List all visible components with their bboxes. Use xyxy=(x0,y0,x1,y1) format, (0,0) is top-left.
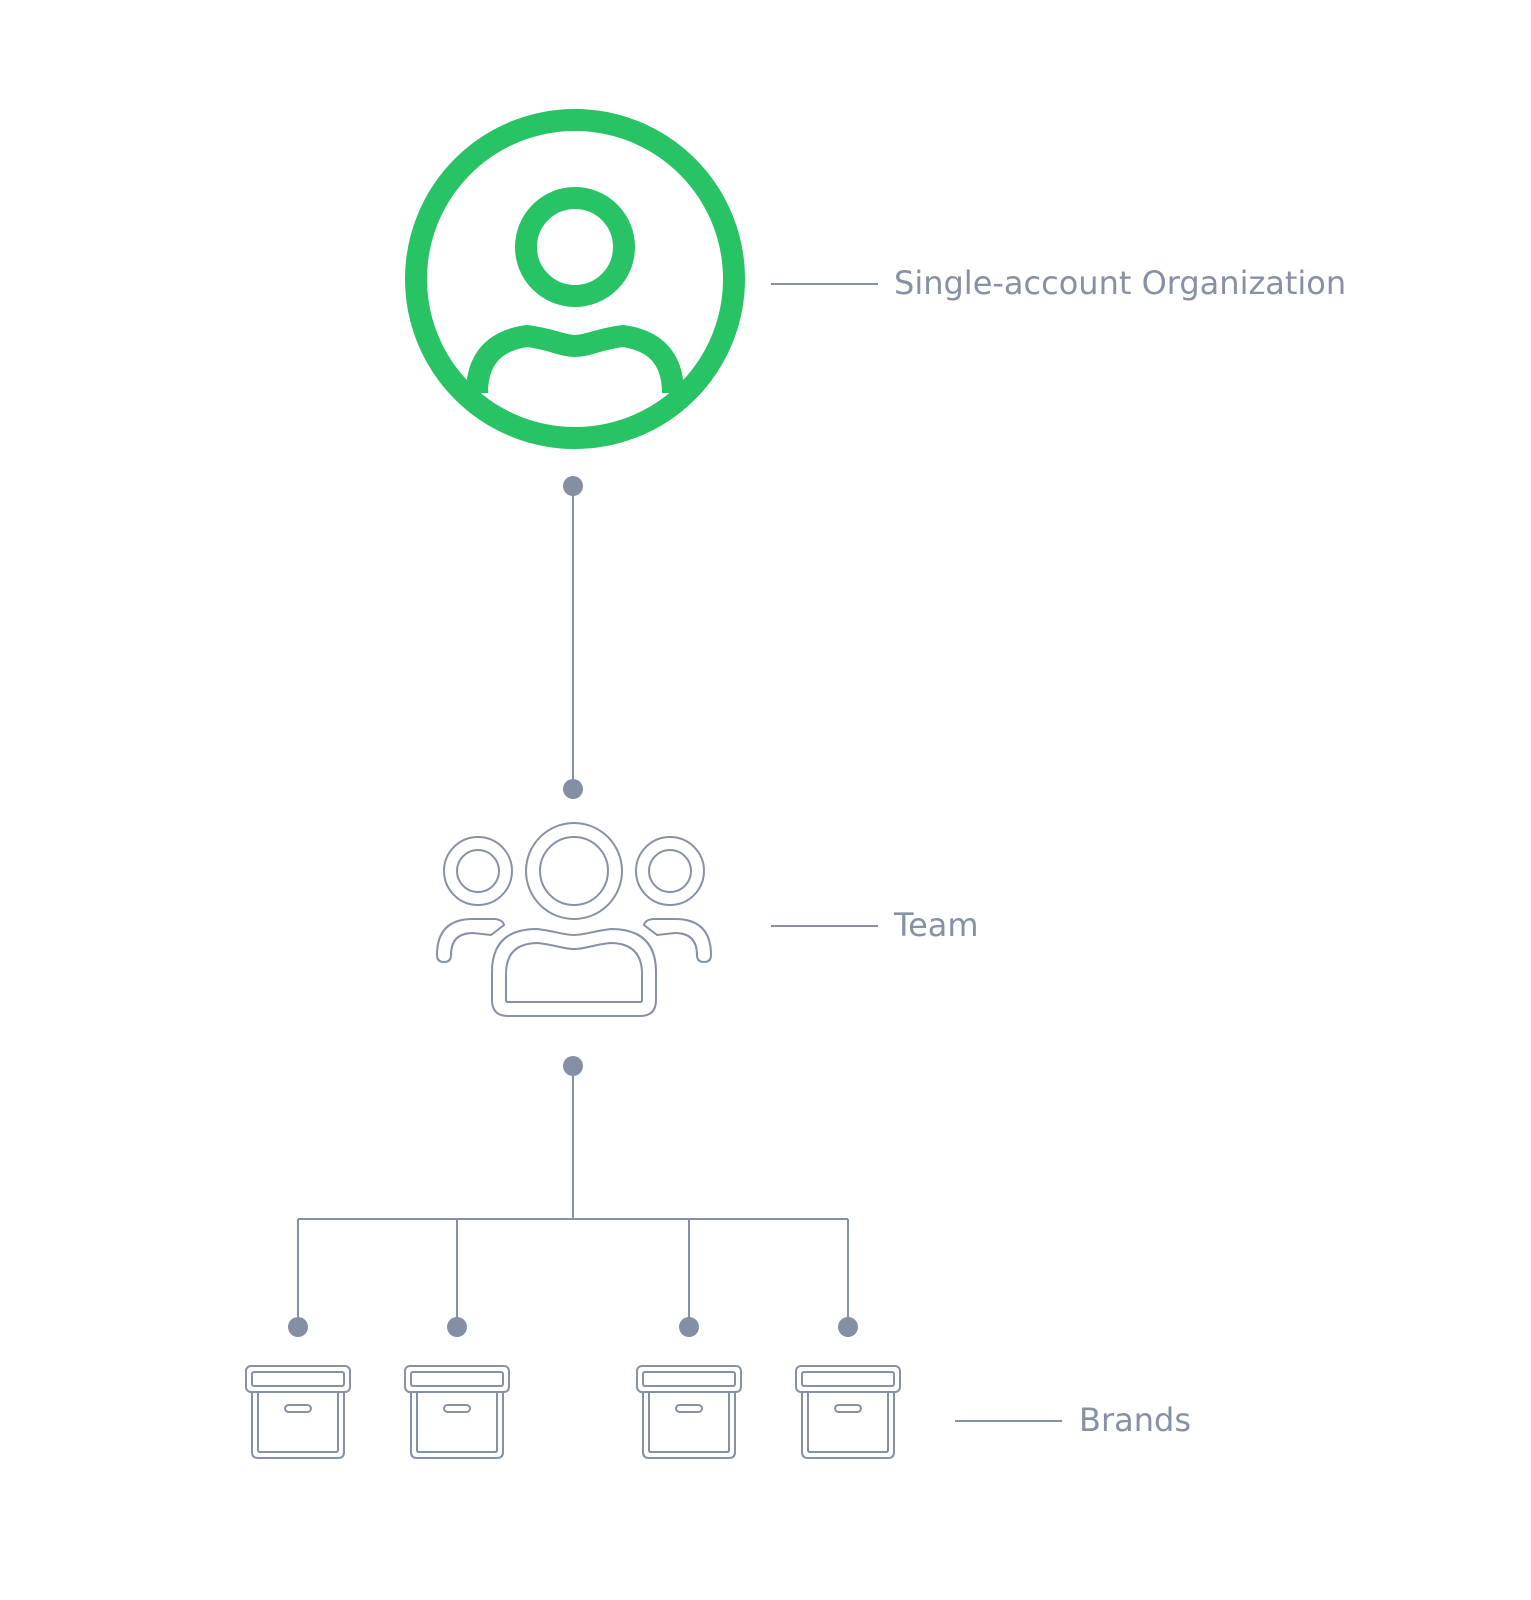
connector-dot xyxy=(679,1317,699,1337)
connector-dot xyxy=(563,476,583,496)
label-team: Team xyxy=(771,906,979,944)
edge-organization-team xyxy=(563,476,583,799)
label-organization: Single-account Organization xyxy=(771,264,1346,302)
brands-label: Brands xyxy=(1079,1401,1191,1439)
edge-team-brands xyxy=(288,1056,858,1337)
archive-box-icon xyxy=(636,1365,742,1459)
label-brands: Brands xyxy=(955,1401,1191,1439)
team-group-icon xyxy=(435,822,713,1017)
connector-dot xyxy=(447,1317,467,1337)
connector-dot xyxy=(288,1317,308,1337)
connector-dot xyxy=(563,779,583,799)
brand-node xyxy=(636,1365,742,1459)
organization-label: Single-account Organization xyxy=(894,264,1346,302)
connector-dot xyxy=(838,1317,858,1337)
brand-node xyxy=(404,1365,510,1459)
team-label: Team xyxy=(893,906,979,944)
organization-node xyxy=(405,109,745,449)
archive-box-icon xyxy=(404,1365,510,1459)
brand-node xyxy=(245,1365,351,1459)
user-circle-icon xyxy=(405,109,745,449)
team-node xyxy=(435,822,713,1017)
archive-box-icon xyxy=(245,1365,351,1459)
brand-node xyxy=(795,1365,901,1459)
archive-box-icon xyxy=(795,1365,901,1459)
